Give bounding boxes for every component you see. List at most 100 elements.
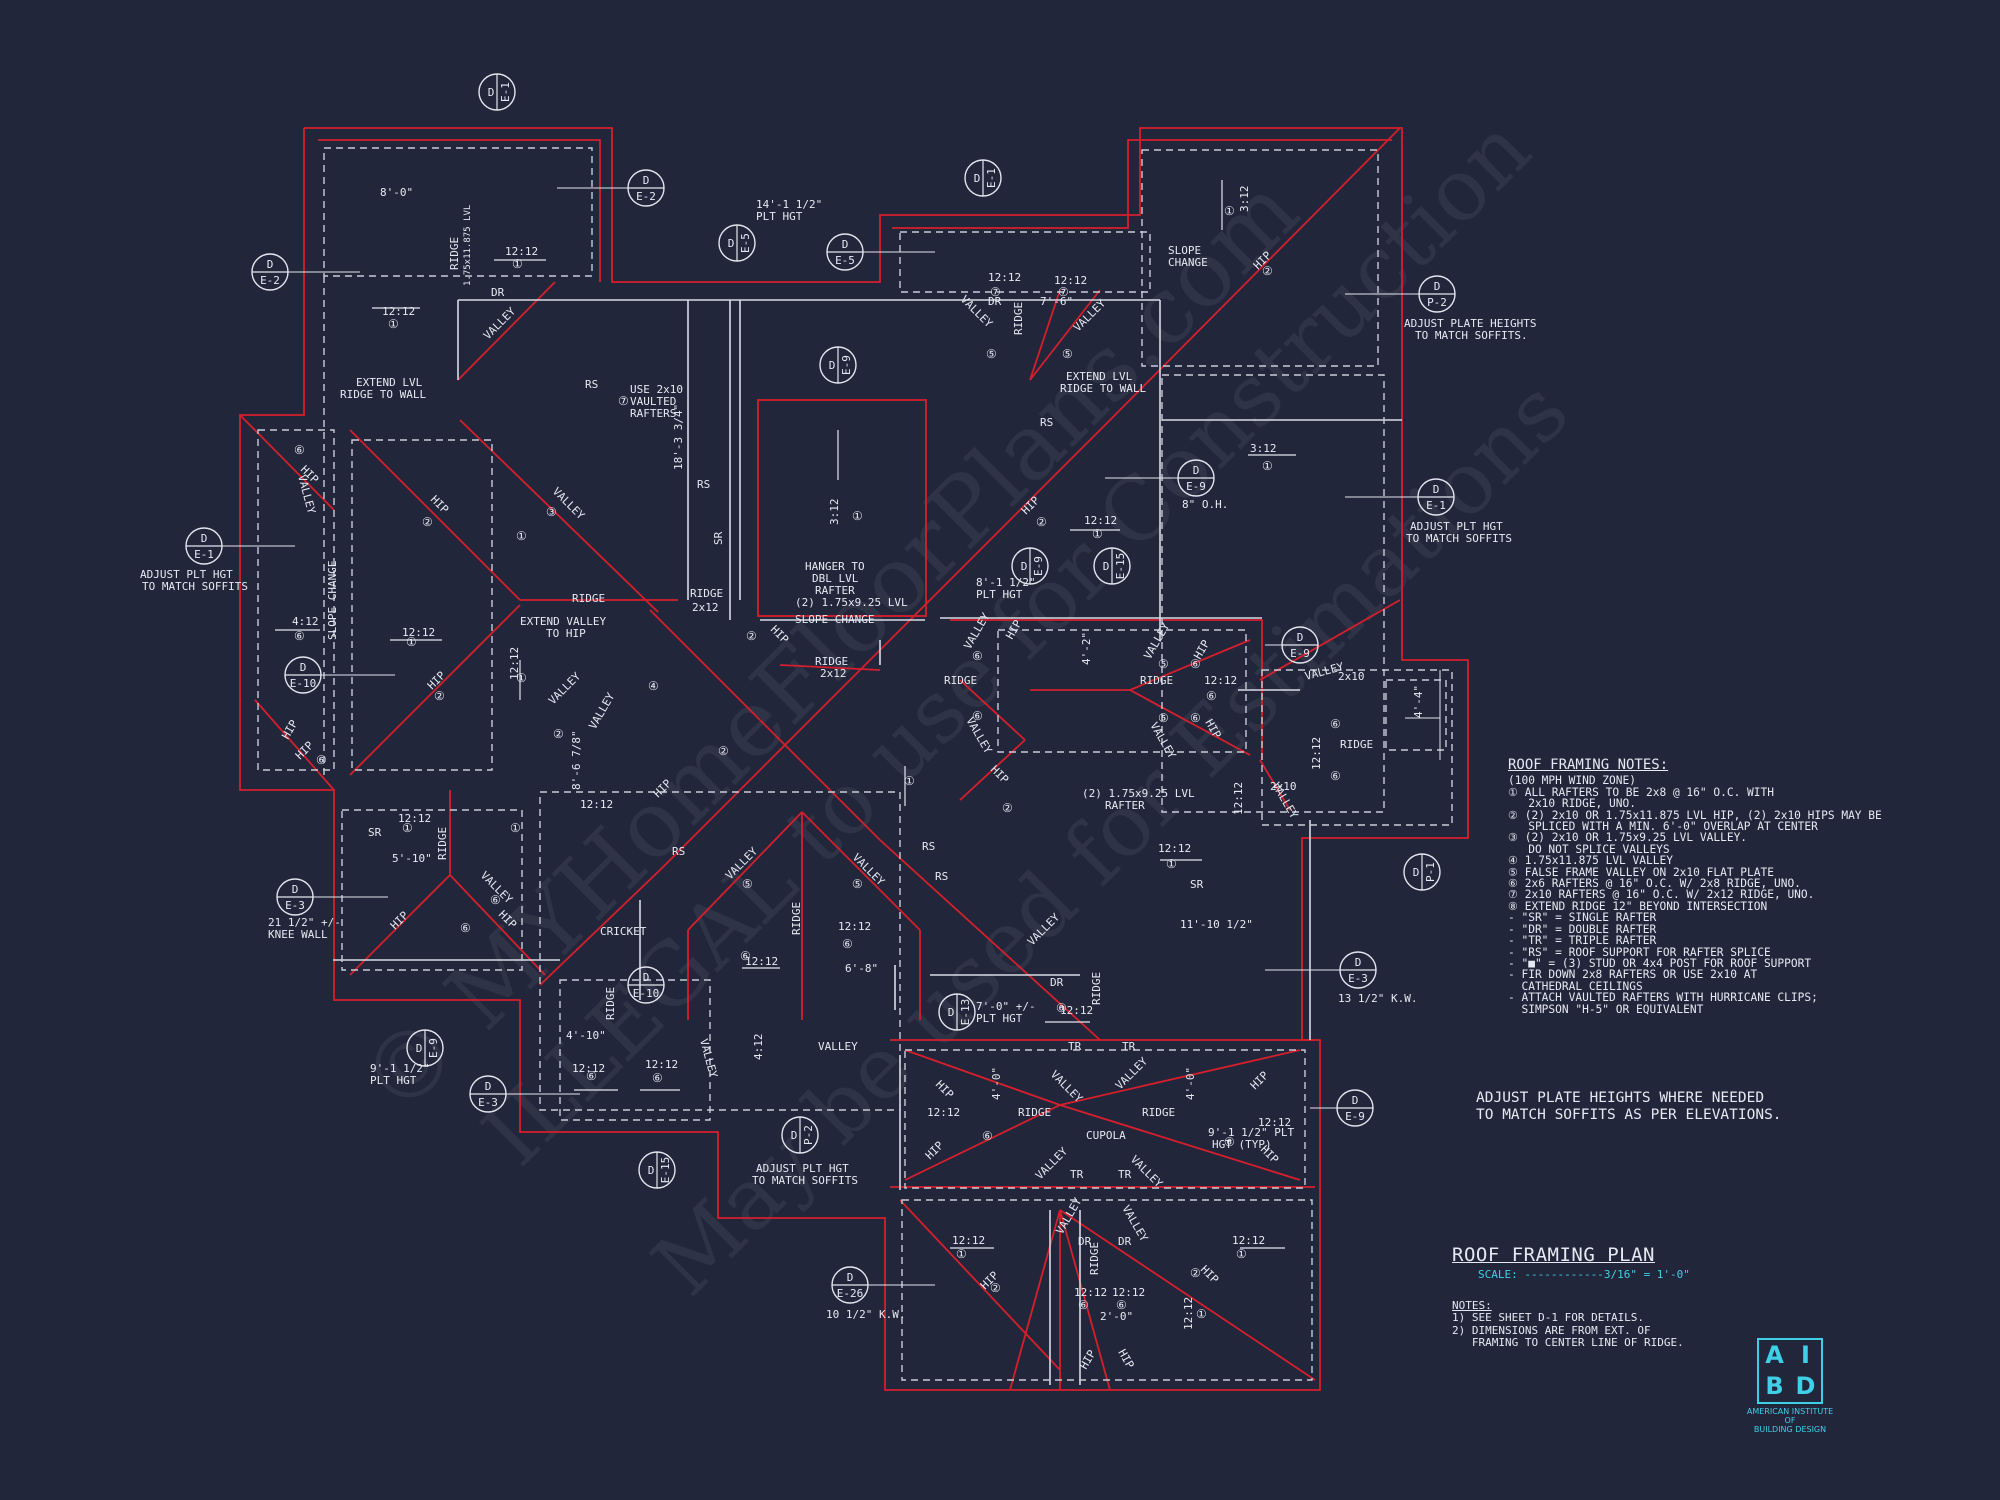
svg-text:D: D <box>847 1271 854 1284</box>
svg-text:D: D <box>201 532 208 545</box>
callout-number: ⑥ <box>652 1071 663 1085</box>
detail-tag: DE-1 <box>185 527 223 565</box>
slope-change-label: SLOPE CHANGE <box>795 613 874 626</box>
svg-text:P-2: P-2 <box>1427 296 1447 309</box>
callout-number: ⑥ <box>1116 1298 1127 1312</box>
callout-number: ② <box>1036 515 1047 529</box>
ridge-label: RIDGE <box>436 827 449 860</box>
callout-number: ⑤ <box>1158 657 1169 671</box>
callout-number: ⑥ <box>1330 769 1341 783</box>
notes-line: - "DR" = DOUBLE RAFTER <box>1508 922 1657 936</box>
callout-numbers: ① ① ⑦ ② ③ ① ① ① ② ② ④ ② ② ① ⑦ ⑦ ⑤ ⑤ ② ① … <box>294 204 1341 1321</box>
svg-text:E-1: E-1 <box>1426 499 1446 512</box>
notes-line: ⑧ EXTEND RIDGE 12" BEYOND INTERSECTION <box>1508 899 1768 913</box>
notes-line: SPLICED WITH A MIN. 6'-0" OVERLAP AT CEN… <box>1508 820 1818 834</box>
notes-line: ① ALL RAFTERS TO BE 2x8 @ 16" O.C. WITH <box>1508 785 1774 799</box>
rs-label: RS <box>935 870 948 883</box>
svg-text:D: D <box>1193 464 1200 477</box>
dr-label: DR <box>988 295 1002 308</box>
dim-label: 2'-0" <box>1100 1310 1133 1323</box>
callout-number: ② <box>1190 1266 1201 1280</box>
lvl-ridge-label: 1.75x11.875 LVL <box>463 205 473 286</box>
pitch-label: 12:12 <box>1258 1116 1291 1129</box>
title-note: FRAMING TO CENTER LINE OF RIDGE. <box>1452 1336 1684 1349</box>
pitch-label: 12:12 <box>402 626 435 639</box>
callout-number: ⑥ <box>1224 1135 1235 1149</box>
callout-number: ① <box>1224 204 1235 218</box>
roof-framing-notes: ROOF FRAMING NOTES: (100 MPH WIND ZONE) … <box>1508 757 1948 1015</box>
callout-number: ⑥ <box>586 1069 597 1083</box>
rs-label: RS <box>585 378 598 391</box>
pitch-arrows <box>275 180 1296 1249</box>
callout-number: ① <box>1092 527 1103 541</box>
hip-label: HIP <box>293 739 317 763</box>
ridge-size-label: 2x12 <box>692 601 719 614</box>
adjust-plt-label-2: TO MATCH SOFFITS <box>752 1174 858 1187</box>
svg-text:E-9: E-9 <box>1345 1110 1365 1123</box>
dim-label: 4'-0" <box>990 1067 1003 1100</box>
ridge-label: RIDGE <box>1090 972 1103 1005</box>
callout-number: ① <box>406 635 417 649</box>
tr-label: TR <box>1068 1040 1082 1053</box>
valley-label: VALLEY <box>546 670 584 708</box>
callout-number: ⑤ <box>1062 347 1073 361</box>
notes-line: - "TR" = TRIPLE RAFTER <box>1508 934 1657 948</box>
callout-number: ⑥ <box>294 629 305 643</box>
valley-label: VALLEY <box>1141 620 1172 661</box>
notes-line: ⑥ 2x6 RAFTERS @ 16" O.C. W/ 2x8 RIDGE, U… <box>1508 877 1801 891</box>
title-note: 1) SEE SHEET D-1 FOR DETAILS. <box>1452 1311 1645 1324</box>
dim-label: 18'-3 3/4" <box>672 404 685 470</box>
notes-line: - ATTACH VAULTED RAFTERS WITH HURRICANE … <box>1508 991 1818 1005</box>
valley-label: VALLEY <box>1128 1153 1166 1191</box>
rs-label: RS <box>697 478 710 491</box>
roof-hips-valleys <box>239 127 1401 1391</box>
ridge-label: RIDGE <box>1142 1106 1175 1119</box>
tr-label: TR <box>1070 1168 1084 1181</box>
notes-line: CATHEDRAL CEILINGS <box>1508 979 1643 993</box>
notes-line: - "■" = (3) STUD OR 4x4 POST FOR ROOF SU… <box>1508 956 1812 970</box>
callout-number: ⑥ <box>1078 1298 1089 1312</box>
svg-text:D: D <box>292 883 299 896</box>
wall-lines <box>333 299 1402 1385</box>
ridge-size-label: 2x12 <box>820 667 847 680</box>
pitch-label: 12:12 <box>1310 737 1323 770</box>
detail-tag: DE-5 <box>826 233 864 271</box>
notes-heading: ROOF FRAMING NOTES: <box>1508 757 1669 773</box>
callout-number: ① <box>1166 857 1177 871</box>
knee-wall-label: 10 1/2" K.W. <box>826 1308 905 1321</box>
svg-text:D: D <box>485 1080 492 1093</box>
logo-caption-line: BUILDING DESIGN <box>1753 1425 1827 1434</box>
ridge-label: RIDGE <box>604 987 617 1020</box>
ridge-label: RIDGE <box>1012 302 1025 335</box>
cricket-label: CRICKET <box>600 925 647 938</box>
callout-number: ⑤ <box>742 877 753 891</box>
detail-tag: DE-10 <box>627 966 665 1004</box>
adjust-plt-label: ADJUST PLT HGT <box>756 1162 849 1175</box>
pitch-label: 3:12 <box>1238 186 1251 213</box>
ridge-label: RIDGE <box>1018 1106 1051 1119</box>
pitch-label: 12:12 <box>1182 1297 1195 1330</box>
svg-text:E-13: E-13 <box>959 999 972 1026</box>
svg-text:D: D <box>1297 631 1304 644</box>
use-2x10-label: USE 2x10 <box>630 383 683 396</box>
plt-hgt-label: 8'-1 1/2" <box>976 576 1036 589</box>
pitch-label: 3:12 <box>828 499 841 526</box>
pitch-label: 12:12 <box>572 1062 605 1075</box>
extend-lvl-label: EXTEND LVL <box>356 376 423 389</box>
pitch-label: 4:12 <box>292 615 319 628</box>
change-label: CHANGE <box>1168 256 1208 269</box>
adjust-plate-label: ADJUST PLATE HEIGHTS <box>1404 317 1536 330</box>
svg-text:D: D <box>791 1129 798 1142</box>
dim-label: 4'-0" <box>1184 1067 1197 1100</box>
notes-line: - "RS" = ROOF SUPPORT FOR RAFTER SPLICE <box>1508 945 1771 959</box>
detail-tag: DE-3 <box>276 878 314 916</box>
detail-tag: DE-26 <box>831 1266 869 1304</box>
valley-label: VALLEY <box>1113 1055 1151 1093</box>
hip-label: HIP <box>923 1139 947 1163</box>
